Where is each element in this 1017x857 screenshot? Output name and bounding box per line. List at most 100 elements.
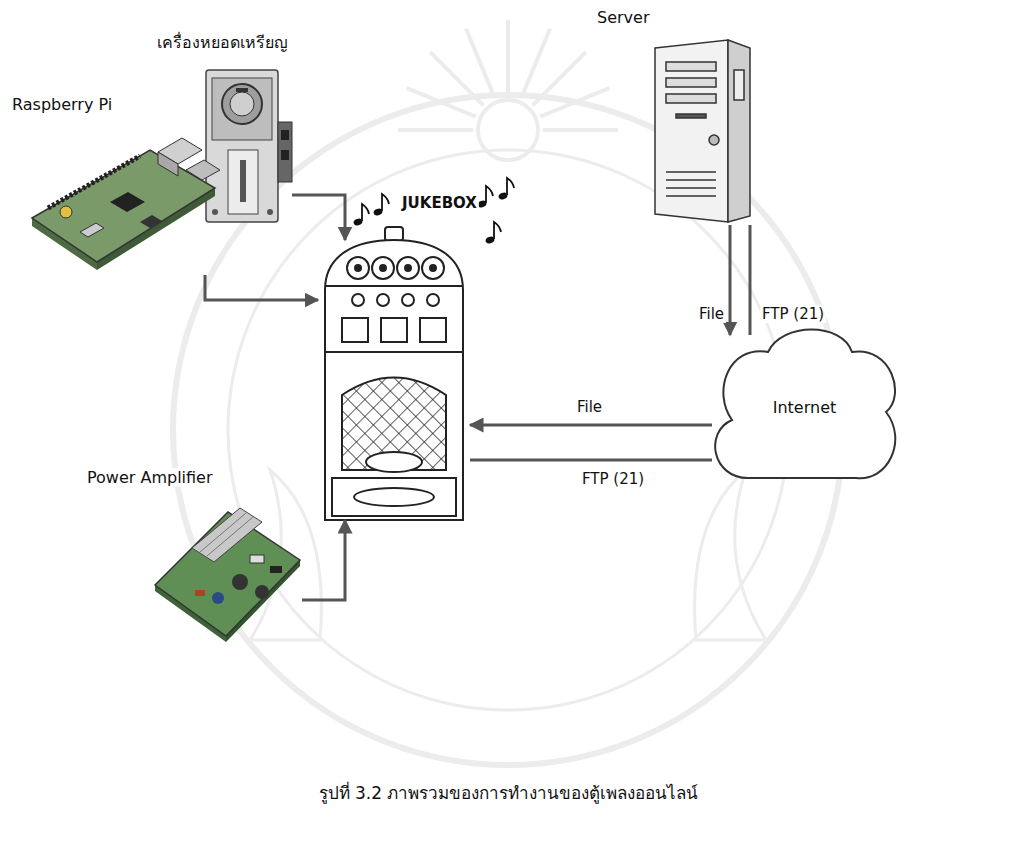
server-illustration-part <box>666 78 716 87</box>
power-amplifier-illustration-part <box>250 555 264 563</box>
coin-acceptor-illustration-part <box>212 78 272 140</box>
jukebox-illustration-part <box>377 294 389 306</box>
jukebox-illustration-part <box>325 240 463 520</box>
jukebox-illustration-part <box>325 285 463 287</box>
music-notes-part-part <box>486 186 493 203</box>
watermark-seal-part-part <box>540 88 609 117</box>
watermark-seal-part-part <box>430 52 483 105</box>
jukebox-illustration <box>325 227 463 520</box>
coin-acceptor-illustration-part <box>278 122 292 182</box>
coin-acceptor-illustration-part <box>228 150 258 214</box>
power-amplifier-illustration-part <box>200 513 246 552</box>
jukebox-illustration-part <box>420 318 446 342</box>
server-illustration-part <box>734 70 744 100</box>
power-amplifier-illustration-part <box>195 590 205 596</box>
connector-arrow <box>205 275 318 300</box>
power-amplifier-illustration-part <box>212 592 224 604</box>
jukebox-illustration-part <box>354 488 434 506</box>
coin-acceptor-illustration <box>206 70 292 222</box>
watermark-seal-part-part <box>398 128 473 132</box>
coin-acceptor-illustration-part <box>206 70 278 222</box>
jukebox-illustration-part <box>397 257 419 279</box>
power-amplifier-illustration-part <box>270 566 282 573</box>
component-label: JUKEBOX <box>400 194 479 212</box>
music-notes-part <box>477 186 493 209</box>
component-label: Power Amplifier <box>85 468 215 487</box>
watermark-seal-part-part <box>533 52 586 105</box>
watermark-seal-part-part <box>543 128 618 132</box>
music-notes <box>353 178 514 245</box>
component-node: Internet <box>712 335 897 480</box>
connector-arrow <box>302 520 345 600</box>
jukebox-illustration-part <box>380 265 386 271</box>
server-illustration-part <box>666 179 716 181</box>
jukebox-illustration-part <box>342 318 368 342</box>
component-node: Server <box>650 30 755 225</box>
internet-cloud <box>715 330 895 479</box>
figure-caption-box: รูปที่ 3.2 ภาพรวมของการทำงานของตู้เพลงออ… <box>0 782 1017 804</box>
component-label: เครื่องหยอดเหรียญ <box>155 33 290 52</box>
connector-arrow <box>292 195 345 240</box>
music-notes-part <box>373 194 389 217</box>
power-amplifier-illustration-part <box>192 508 262 562</box>
component-label: Raspberry Pi <box>10 95 114 114</box>
coin-acceptor-illustration-part <box>236 88 248 92</box>
connector-arrow <box>749 225 752 335</box>
jukebox-illustration-part <box>347 257 369 279</box>
connector-arrow <box>470 424 712 427</box>
server-illustration-part <box>655 40 728 222</box>
power-amplifier-illustration-part <box>255 585 269 599</box>
jukebox-illustration-part <box>427 294 439 306</box>
internet-cloud-part <box>715 330 895 479</box>
watermark-seal-part <box>398 20 618 130</box>
coin-acceptor-illustration-part <box>212 209 218 215</box>
component-label: Server <box>595 8 651 27</box>
music-notes-part-part <box>382 194 389 211</box>
watermark-seal-part-part <box>406 88 475 117</box>
watermark-seal-part-part <box>466 28 495 97</box>
jukebox-illustration-part <box>402 294 414 306</box>
jukebox-illustration-part <box>352 294 364 306</box>
music-notes-part-part <box>507 178 514 195</box>
server-illustration-part <box>666 195 716 197</box>
raspberry-pi-illustration-part <box>140 215 162 228</box>
coin-acceptor-illustration-part <box>230 92 254 116</box>
raspberry-pi-illustration-part <box>110 192 145 212</box>
raspberry-pi-illustration-part <box>186 160 220 180</box>
server-illustration <box>655 40 750 222</box>
watermark-seal-part <box>478 100 538 160</box>
music-notes-part-part <box>494 222 501 239</box>
music-notes-part <box>485 222 501 245</box>
jukebox-illustration-part <box>366 452 422 472</box>
jukebox-illustration-part <box>422 257 444 279</box>
watermark-seal-part-part <box>521 28 550 97</box>
jukebox-illustration-part <box>405 265 411 271</box>
jukebox-illustration-part <box>332 478 456 516</box>
server-illustration-part <box>709 135 719 145</box>
raspberry-pi-illustration-part <box>80 223 104 237</box>
component-node: JUKEBOX <box>318 240 470 520</box>
component-node: Raspberry Pi <box>30 135 220 275</box>
server-illustration-part <box>666 171 716 173</box>
jukebox-illustration-part <box>430 265 436 271</box>
jukebox-illustration-part <box>381 318 407 342</box>
coin-acceptor-illustration-part <box>240 160 246 202</box>
connector-arrow <box>729 225 732 335</box>
component-node: เครื่องหยอดเหรียญ <box>200 65 292 230</box>
coin-acceptor-illustration-part <box>267 209 273 215</box>
watermark-seal-part <box>695 470 766 640</box>
music-notes-part-part <box>362 204 369 221</box>
edge-label: FTP (21) <box>760 305 826 323</box>
edge-label: FTP (21) <box>580 470 646 488</box>
raspberry-pi-illustration-part <box>158 152 178 176</box>
watermark-seal-part-part <box>506 20 510 95</box>
power-amplifier-illustration <box>155 508 300 642</box>
jukebox-illustration-part <box>372 257 394 279</box>
coin-acceptor-illustration-part <box>281 130 289 140</box>
server-illustration-part <box>676 114 706 118</box>
coin-acceptor-illustration-part <box>222 84 262 124</box>
raspberry-pi-illustration-part <box>32 150 215 262</box>
